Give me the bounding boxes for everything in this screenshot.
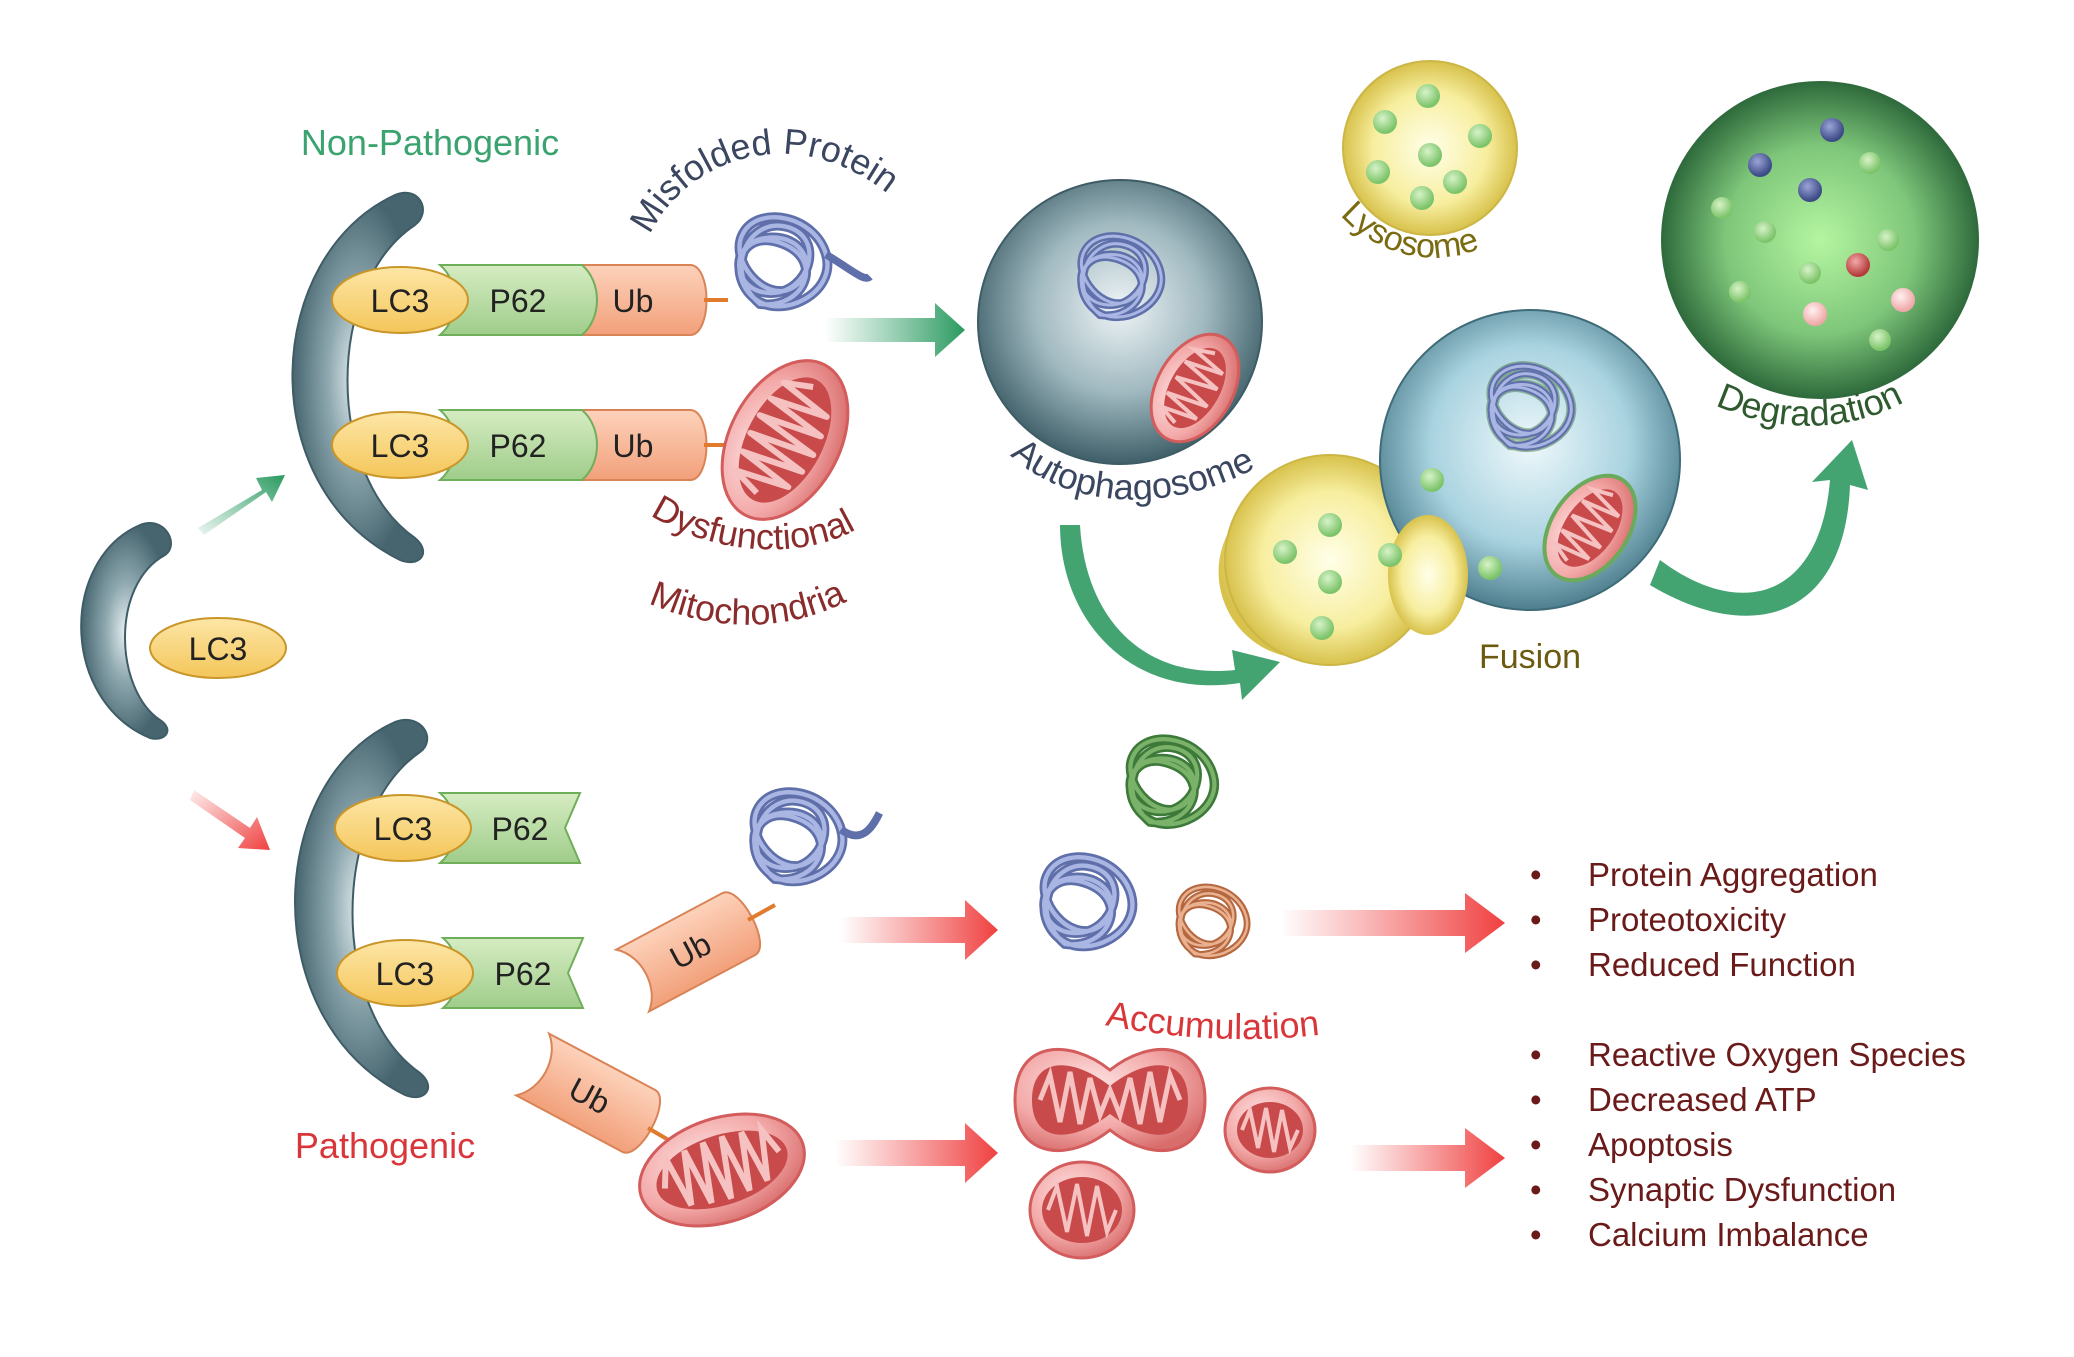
- outcome-item: Calcium Imbalance: [1588, 1216, 1869, 1253]
- degradation-vesicle: [1661, 81, 1979, 399]
- free-protein-coil: [754, 792, 883, 881]
- bullet: •: [1530, 1216, 1542, 1253]
- receptor-row-path-2: P62 LC3: [336, 937, 585, 1009]
- bullet: •: [1530, 1036, 1542, 1073]
- bullet: •: [1530, 946, 1542, 983]
- bullet: •: [1530, 1171, 1542, 1208]
- phagophore-bottom: [294, 719, 429, 1098]
- bullet: •: [1530, 901, 1542, 938]
- svg-text:LC3: LC3: [189, 631, 248, 667]
- mitochondria-outcomes-list: • Reactive Oxygen Species • Decreased AT…: [1530, 1036, 1966, 1253]
- svg-text:P62: P62: [492, 811, 549, 847]
- accumulated-mitochondria: [1013, 1048, 1317, 1260]
- round-mitochondrion-1: [1223, 1086, 1317, 1174]
- free-ub-protein: Ub: [613, 792, 883, 1014]
- accumulated-proteins: [1044, 739, 1247, 956]
- outcome-item: Protein Aggregation: [1588, 856, 1878, 893]
- svg-text:LC3: LC3: [376, 956, 435, 992]
- outcome-item: Reactive Oxygen Species: [1588, 1036, 1966, 1073]
- fusion-label: Fusion: [1479, 638, 1581, 676]
- mitochondria-label: Mitochondria: [645, 571, 852, 633]
- outcome-item: Reduced Function: [1588, 946, 1856, 983]
- svg-text:P62: P62: [490, 428, 547, 464]
- svg-text:Ub: Ub: [613, 428, 654, 464]
- blue-protein-coil: [1044, 857, 1132, 946]
- receptor-row-top-2: Ub P62 LC3: [331, 409, 730, 481]
- svg-text:LC3: LC3: [371, 428, 430, 464]
- svg-text:P62: P62: [490, 283, 547, 319]
- non-pathogenic-label: Non-Pathogenic: [301, 122, 559, 163]
- arrow-to-pathogenic: [190, 790, 270, 850]
- lysosome: [1342, 60, 1518, 236]
- arrow-to-nonpathogenic: [198, 475, 285, 535]
- receptor-row-top-1: Ub P62 LC3: [331, 264, 728, 336]
- round-mitochondrion-2: [1028, 1160, 1136, 1260]
- misfolded-protein-coil: [739, 217, 873, 306]
- protein-outcomes-list: • Protein Aggregation • Proteotoxicity •…: [1530, 856, 1878, 983]
- outcome-item: Synaptic Dysfunction: [1588, 1171, 1896, 1208]
- arrow-to-fusion: [1060, 525, 1280, 700]
- accumulation-label: Accumulation: [1103, 993, 1321, 1048]
- arrow-to-mito-outcomes: [1350, 1128, 1505, 1188]
- outcome-item: Apoptosis: [1588, 1126, 1733, 1163]
- green-protein-coil: [1130, 739, 1214, 824]
- phagophore-top: [291, 191, 424, 563]
- receptor-row-path-1: P62 LC3: [334, 792, 582, 864]
- svg-text:LC3: LC3: [371, 283, 430, 319]
- svg-text:LC3: LC3: [374, 811, 433, 847]
- svg-text:P62: P62: [495, 956, 552, 992]
- fusion-autolysosome: [1218, 309, 1681, 666]
- dividing-mitochondrion: [1013, 1048, 1207, 1152]
- bullet: •: [1530, 1126, 1542, 1163]
- bullet: •: [1530, 856, 1542, 893]
- outcome-item: Decreased ATP: [1588, 1081, 1817, 1118]
- autophagosome: [977, 179, 1263, 465]
- dysfunctional-mitochondrion: [720, 359, 850, 521]
- brown-protein-coil: [1179, 887, 1247, 956]
- fusion-mitochondrion: [1542, 473, 1638, 583]
- autophagosome-mitochondrion: [1149, 332, 1241, 444]
- outcome-item: Proteotoxicity: [1588, 901, 1787, 938]
- arrow-to-mito-accumulation: [835, 1123, 998, 1183]
- svg-text:Ub: Ub: [613, 283, 654, 319]
- arrow-to-degradation: [1650, 440, 1868, 616]
- bullet: •: [1530, 1081, 1542, 1118]
- free-ub-mitochondrion: Ub: [513, 1031, 806, 1228]
- arrow-to-autophagosome: [825, 303, 965, 357]
- arrow-to-protein-accumulation: [840, 900, 998, 960]
- phagophore-small: [80, 522, 172, 740]
- lc3-tag-small: LC3: [149, 617, 287, 679]
- pathogenic-label: Pathogenic: [295, 1125, 475, 1166]
- arrow-to-protein-outcomes: [1280, 893, 1505, 953]
